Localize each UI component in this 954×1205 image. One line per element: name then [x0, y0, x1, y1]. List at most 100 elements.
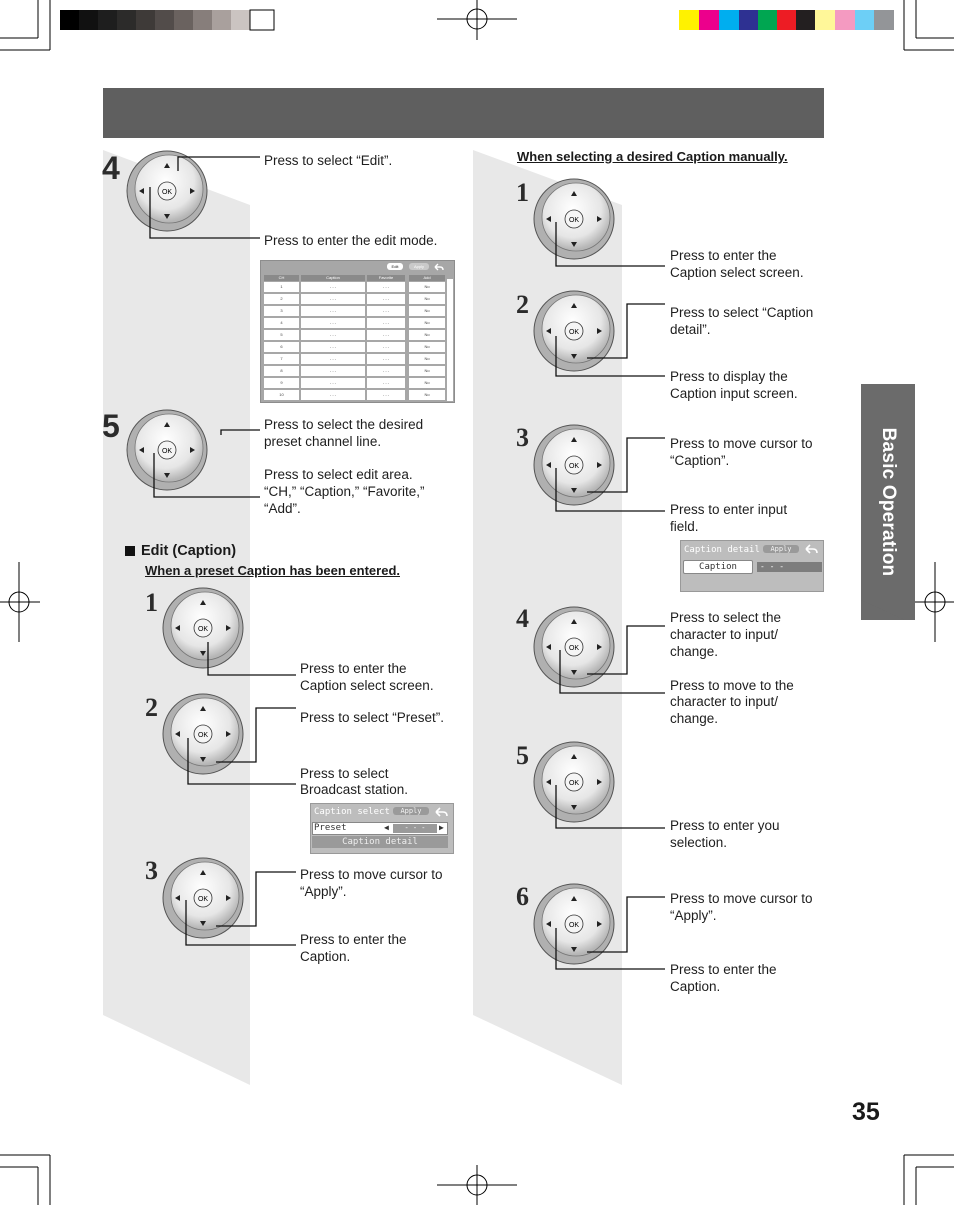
table-cell[interactable]: 6	[264, 342, 299, 352]
table-cell[interactable]: - - -	[301, 342, 365, 352]
table-cell[interactable]: 2	[264, 294, 299, 304]
ok-label: OK	[198, 732, 208, 739]
page-number: 35	[852, 1098, 880, 1126]
panel-title: Caption detail	[684, 545, 760, 555]
table-cell[interactable]: 7	[264, 354, 299, 364]
table-cell[interactable]: No	[409, 378, 445, 388]
side-tab: Basic Operation	[861, 384, 915, 620]
table-cell[interactable]: No	[409, 366, 445, 376]
remote-dpad-icon[interactable]: OK	[533, 424, 615, 506]
table-cell[interactable]: No	[409, 354, 445, 364]
table-cell[interactable]: - - -	[367, 354, 405, 364]
table-cell[interactable]: - - -	[301, 282, 365, 292]
table-cell[interactable]: No	[409, 390, 445, 400]
return-arrow-icon[interactable]	[433, 806, 449, 818]
table-cell[interactable]: No	[409, 318, 445, 328]
instruction-text: Press to enter the edit mode.	[264, 233, 438, 248]
apply-button[interactable]: Apply	[763, 545, 799, 553]
ok-label: OK	[162, 448, 172, 455]
table-cell[interactable]: 3	[264, 306, 299, 316]
table-header-cell: CH	[264, 275, 299, 281]
table-cell[interactable]: - - -	[367, 330, 405, 340]
table-cell[interactable]: - - -	[301, 294, 365, 304]
ok-label: OK	[569, 217, 579, 224]
remote-dpad-icon[interactable]: OK	[533, 606, 615, 688]
table-cell[interactable]: - - -	[301, 366, 365, 376]
return-arrow-icon[interactable]	[803, 543, 819, 555]
step-number: 2	[516, 290, 529, 319]
remote-dpad-icon[interactable]: OK	[162, 857, 244, 939]
instruction-text: change.	[670, 711, 719, 726]
table-cell[interactable]: - - -	[301, 390, 365, 400]
preset-row[interactable]: Preset ◀ - - - ▶	[312, 822, 448, 835]
caption-input-field[interactable]: - - -	[757, 562, 822, 572]
ok-label: OK	[569, 463, 579, 470]
square-bullet-icon	[125, 546, 135, 556]
table-cell[interactable]: No	[409, 342, 445, 352]
table-cell[interactable]: 8	[264, 366, 299, 376]
table-cell[interactable]: - - -	[367, 282, 405, 292]
instruction-text: Caption.	[670, 979, 721, 994]
instruction-text: character to input/	[670, 627, 779, 642]
step-number: 1	[145, 588, 158, 617]
caption-field-button[interactable]: Caption	[683, 560, 753, 574]
caption-select-panel: Caption select Apply Preset ◀ - - - ▶ Ca…	[310, 803, 454, 854]
remote-dpad-icon[interactable]: OK	[533, 883, 615, 965]
step-number: 5	[102, 408, 120, 444]
table-cell[interactable]: 9	[264, 378, 299, 388]
table-cell[interactable]: 4	[264, 318, 299, 328]
instruction-text: “CH,” “Caption,” “Favorite,”	[264, 484, 425, 499]
caption-detail-button[interactable]: Caption detail	[312, 836, 448, 848]
table-cell[interactable]: - - -	[367, 366, 405, 376]
remote-dpad-icon[interactable]: OK	[126, 150, 208, 232]
scrollbar[interactable]	[447, 279, 453, 401]
instruction-text: “Caption”.	[670, 453, 730, 468]
instruction-text: detail”.	[670, 322, 711, 337]
step-number: 2	[145, 693, 158, 722]
remote-dpad-icon[interactable]: OK	[533, 741, 615, 823]
instruction-text: “Add”.	[264, 501, 301, 516]
instruction-text: Press to display the	[670, 369, 788, 384]
ok-label: OK	[198, 626, 208, 633]
right-arrow-icon[interactable]: ▶	[439, 823, 444, 832]
instruction-text: Press to enter the	[300, 932, 407, 947]
instruction-text: Broadcast station.	[300, 782, 409, 797]
remote-dpad-icon[interactable]: OK	[162, 693, 244, 775]
table-cell[interactable]: - - -	[367, 378, 405, 388]
remote-dpad-icon[interactable]: OK	[533, 290, 615, 372]
instruction-text: “Apply”.	[300, 884, 347, 899]
side-tab-corner	[861, 600, 915, 620]
instruction-text: Press to move cursor to	[300, 867, 443, 882]
table-cell[interactable]: No	[409, 306, 445, 316]
table-cell[interactable]: - - -	[367, 294, 405, 304]
remote-dpad-icon[interactable]: OK	[162, 587, 244, 669]
apply-button[interactable]: Apply	[393, 807, 429, 815]
edit-button[interactable]: Edit	[387, 263, 403, 270]
instruction-text: selection.	[670, 835, 728, 850]
table-cell[interactable]: - - -	[301, 378, 365, 388]
table-cell[interactable]: No	[409, 330, 445, 340]
remote-dpad-icon[interactable]: OK	[126, 409, 208, 491]
instruction-text: Press to select	[300, 766, 389, 781]
table-cell[interactable]: 5	[264, 330, 299, 340]
table-cell[interactable]: No	[409, 282, 445, 292]
table-cell[interactable]: - - -	[301, 318, 365, 328]
table-cell[interactable]: - - -	[367, 390, 405, 400]
remote-dpad-icon[interactable]: OK	[533, 178, 615, 260]
table-cell[interactable]: - - -	[301, 354, 365, 364]
instruction-text: “Apply”.	[670, 908, 717, 923]
left-arrow-icon[interactable]: ◀	[384, 823, 389, 832]
table-cell[interactable]: - - -	[367, 318, 405, 328]
section-heading: When selecting a desired Caption manuall…	[517, 149, 788, 164]
return-arrow-icon[interactable]	[432, 262, 444, 272]
preset-value: - - -	[393, 824, 437, 833]
table-cell[interactable]: 10	[264, 390, 299, 400]
table-cell[interactable]: - - -	[301, 306, 365, 316]
table-cell[interactable]: No	[409, 294, 445, 304]
instruction-text: Press to enter the	[670, 962, 777, 977]
apply-button[interactable]: Apply	[409, 263, 429, 270]
table-cell[interactable]: - - -	[367, 342, 405, 352]
table-cell[interactable]: - - -	[367, 306, 405, 316]
table-cell[interactable]: - - -	[301, 330, 365, 340]
table-cell[interactable]: 1	[264, 282, 299, 292]
